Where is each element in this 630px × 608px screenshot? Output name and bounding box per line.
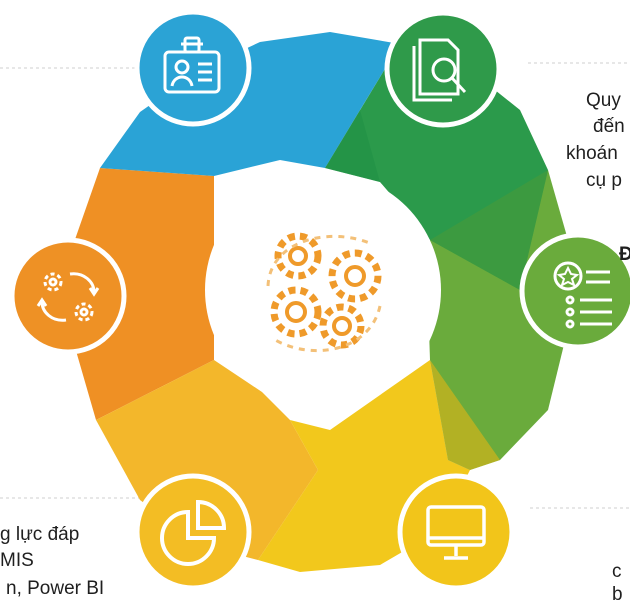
bottom-left-text-line-3: n, Power BI — [6, 578, 105, 599]
node-green-light[interactable] — [519, 232, 630, 350]
ring-fold-blue-green — [325, 110, 380, 182]
top-right-text-line-3: khoán — [566, 143, 618, 164]
bottom-right-text-line-1: c — [612, 561, 622, 582]
ring-fold-green-light — [430, 170, 548, 290]
gears-icon-hubs — [285, 246, 366, 336]
node-orange[interactable] — [9, 237, 127, 355]
ring-segment-yellow-orange — [96, 360, 318, 560]
top-right-text-line-2: đến — [593, 116, 625, 137]
ring-fold-yellow — [430, 360, 500, 470]
top-right-text-line-1: Quy — [586, 90, 621, 111]
bottom-left-text-line-1: g lực đáp — [0, 524, 80, 545]
id-badge-icon — [163, 36, 221, 94]
bottom-left-text-line-2: MIS — [0, 550, 34, 571]
top-right-text-line-4: cụ p — [586, 170, 622, 191]
gears-icon-orbit — [266, 234, 382, 352]
cycle-ring — [70, 32, 570, 572]
node-blue[interactable] — [134, 9, 252, 127]
node-yellow[interactable] — [397, 473, 515, 591]
node-yellow-orange[interactable] — [134, 473, 252, 591]
gear-cycle-icon — [36, 272, 100, 322]
gears-icon — [270, 232, 382, 349]
right-text-fragment: Đ — [619, 244, 630, 265]
ring-segment-orange — [70, 168, 214, 420]
monitor-icon — [426, 505, 486, 560]
checklist-award-icon — [553, 261, 612, 329]
ring-segment-blue — [100, 32, 400, 176]
node-green-dark[interactable] — [384, 10, 502, 128]
bottom-right-text-line-2: b — [612, 584, 623, 605]
center-circle — [205, 172, 441, 408]
document-search-icon — [412, 38, 467, 102]
pie-chart-icon — [160, 499, 227, 566]
